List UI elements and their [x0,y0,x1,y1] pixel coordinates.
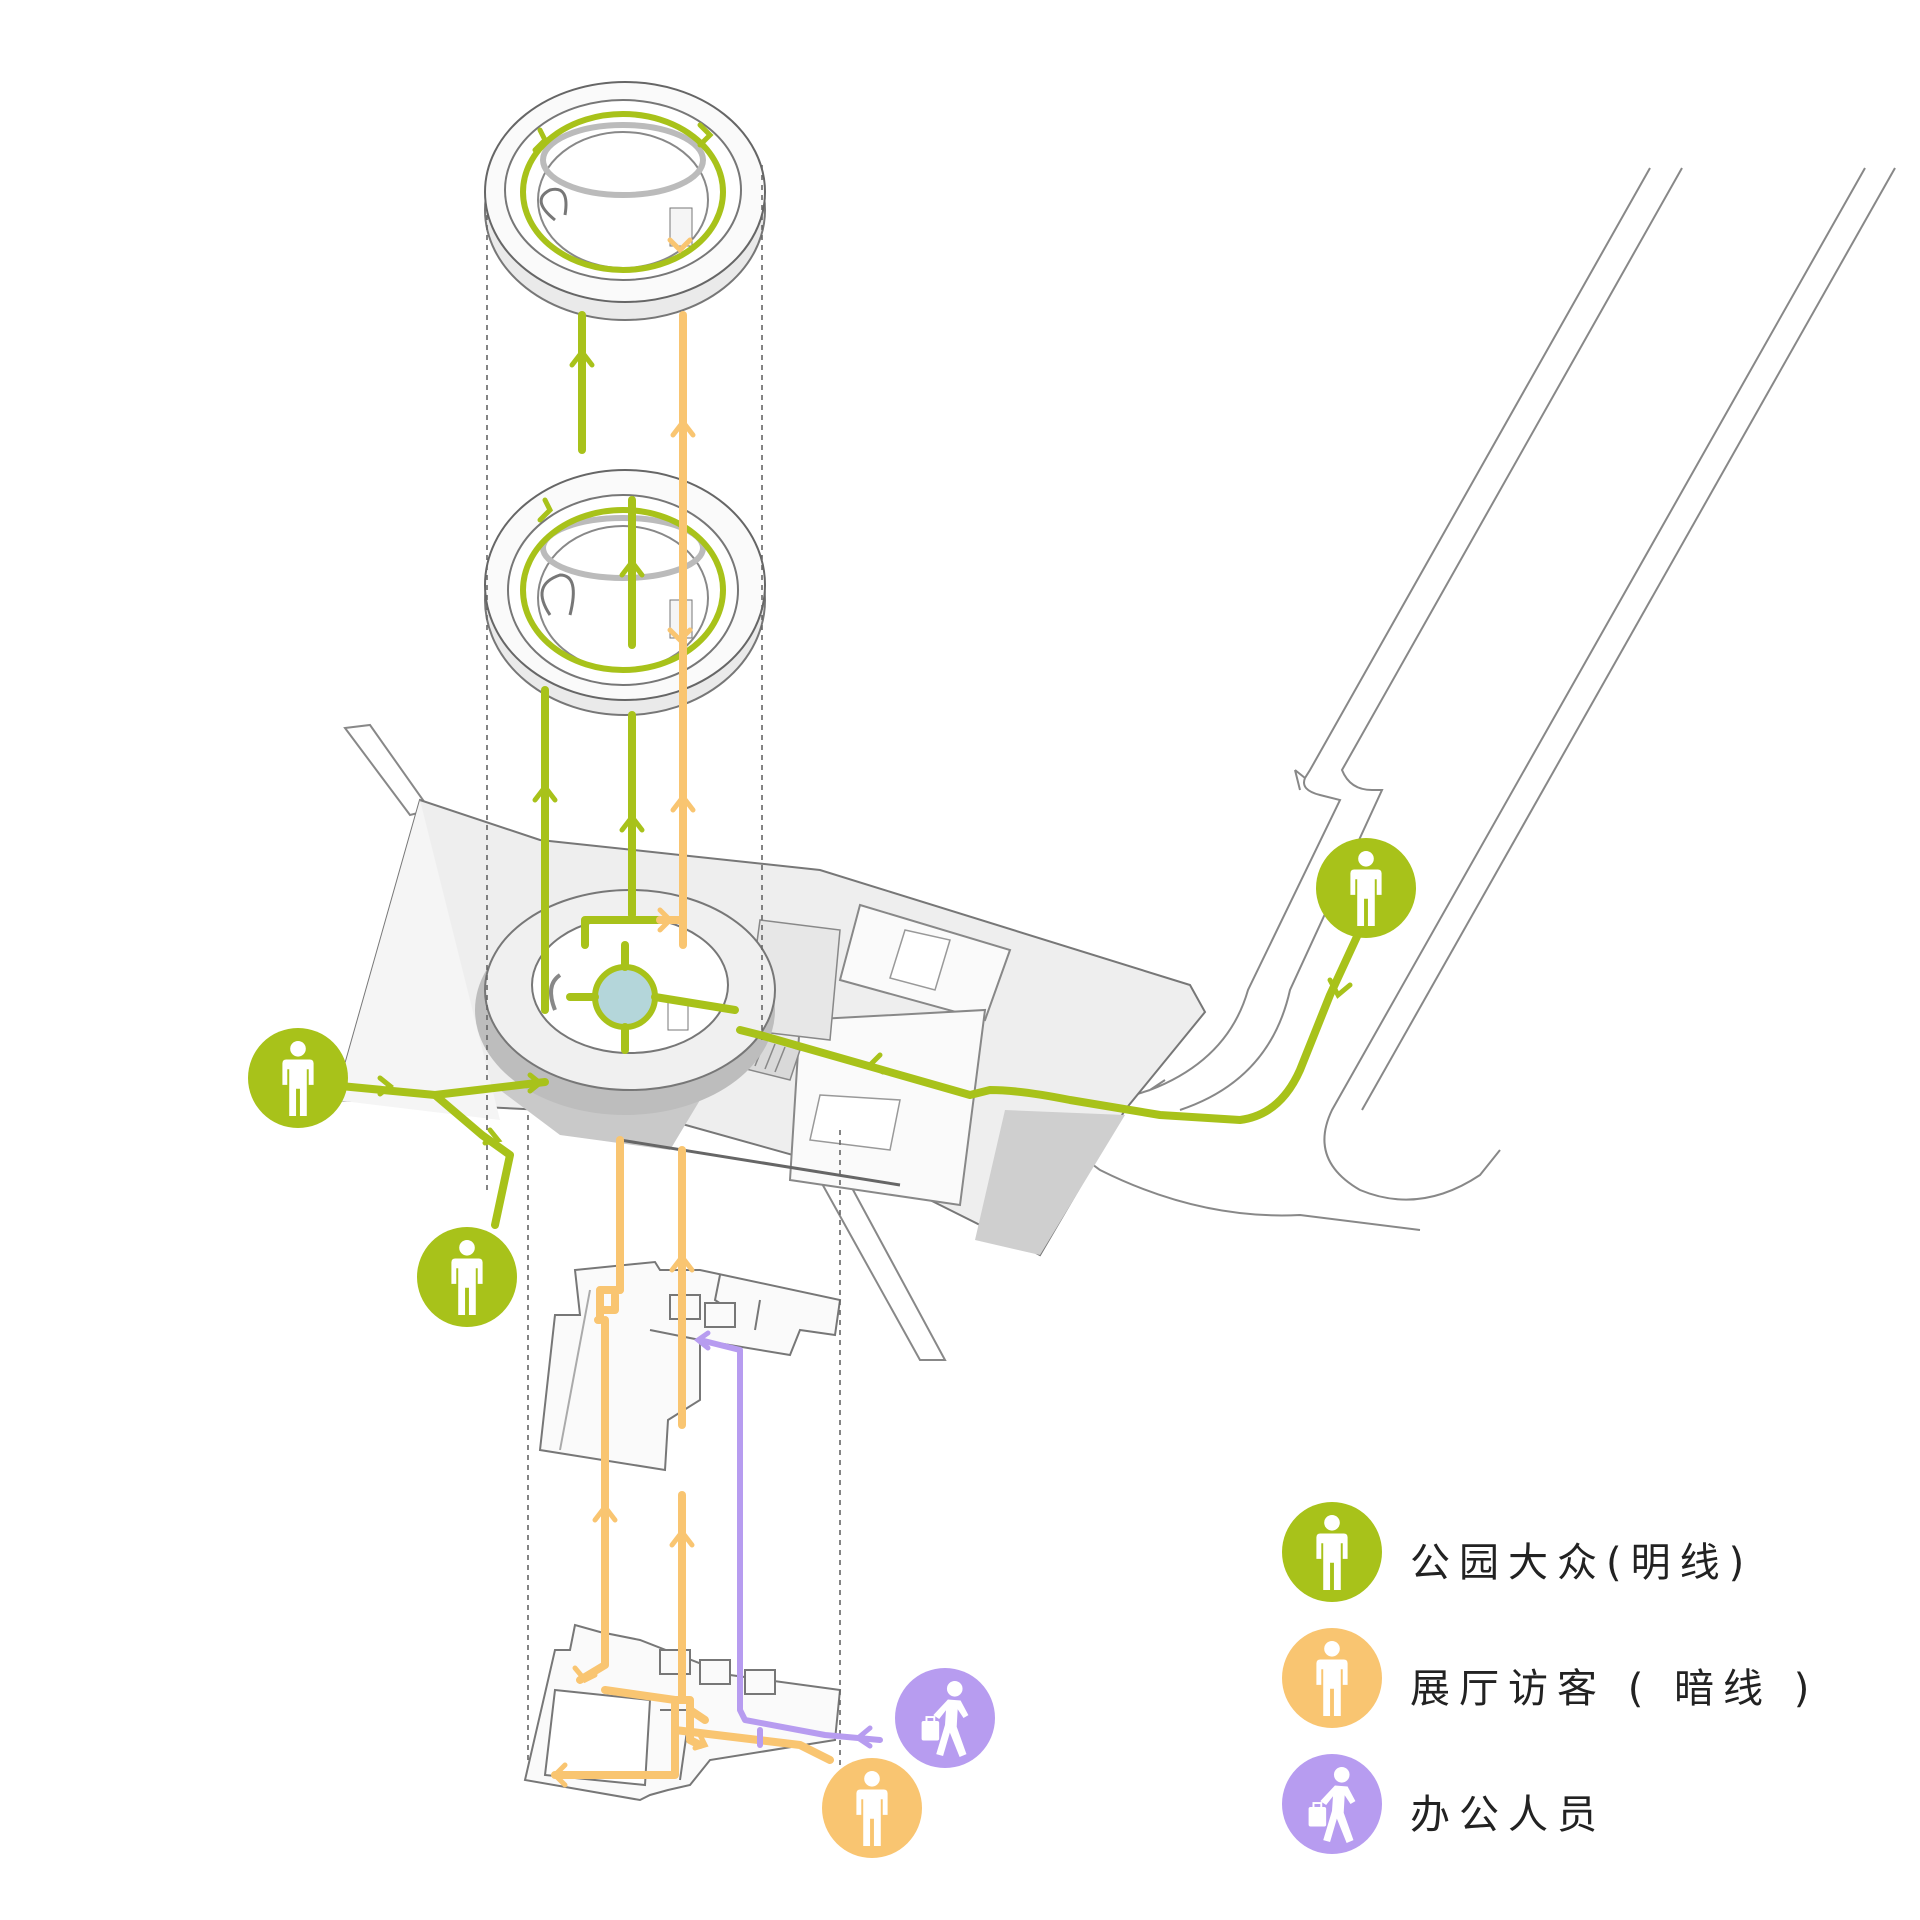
legend-label-visitor: 展厅访客 ( 暗线 ) [1410,1666,1819,1712]
legend-item-staff: 办公人员 [1280,1752,1840,1856]
entry-marker-visitor [822,1758,922,1858]
legend-label-public: 公园大众(明线) [1410,1540,1754,1586]
public-route [326,111,1364,1229]
entry-marker-staff [895,1668,995,1768]
visitor-route-arrows [551,237,709,1788]
standing-person-icon [1282,1628,1382,1728]
staff-route-arrows [693,1330,873,1749]
walking-person-with-briefcase-icon [1282,1754,1382,1854]
basement-level-1 [538,1260,842,1472]
entry-marker-public-west [248,1028,348,1128]
legend: 公园大众(明线) 展厅访客 ( 暗线 ) 办公人员 [1280,1500,1840,1860]
entry-marker-public-south [417,1227,517,1327]
entry-marker-public-east [1316,838,1416,938]
staff-route [697,1337,883,1748]
vertical-projection-lines [486,165,841,1770]
legend-item-public: 公园大众(明线) [1280,1500,1840,1604]
standing-person-icon [1282,1502,1382,1602]
legend-label-staff: 办公人员 [1410,1792,1606,1838]
legend-item-visitor: 展厅访客 ( 暗线 ) [1280,1626,1840,1730]
public-route-arrows [377,122,1353,1146]
ground-floor-building [333,723,1207,1361]
site-roads [1037,167,1896,1231]
